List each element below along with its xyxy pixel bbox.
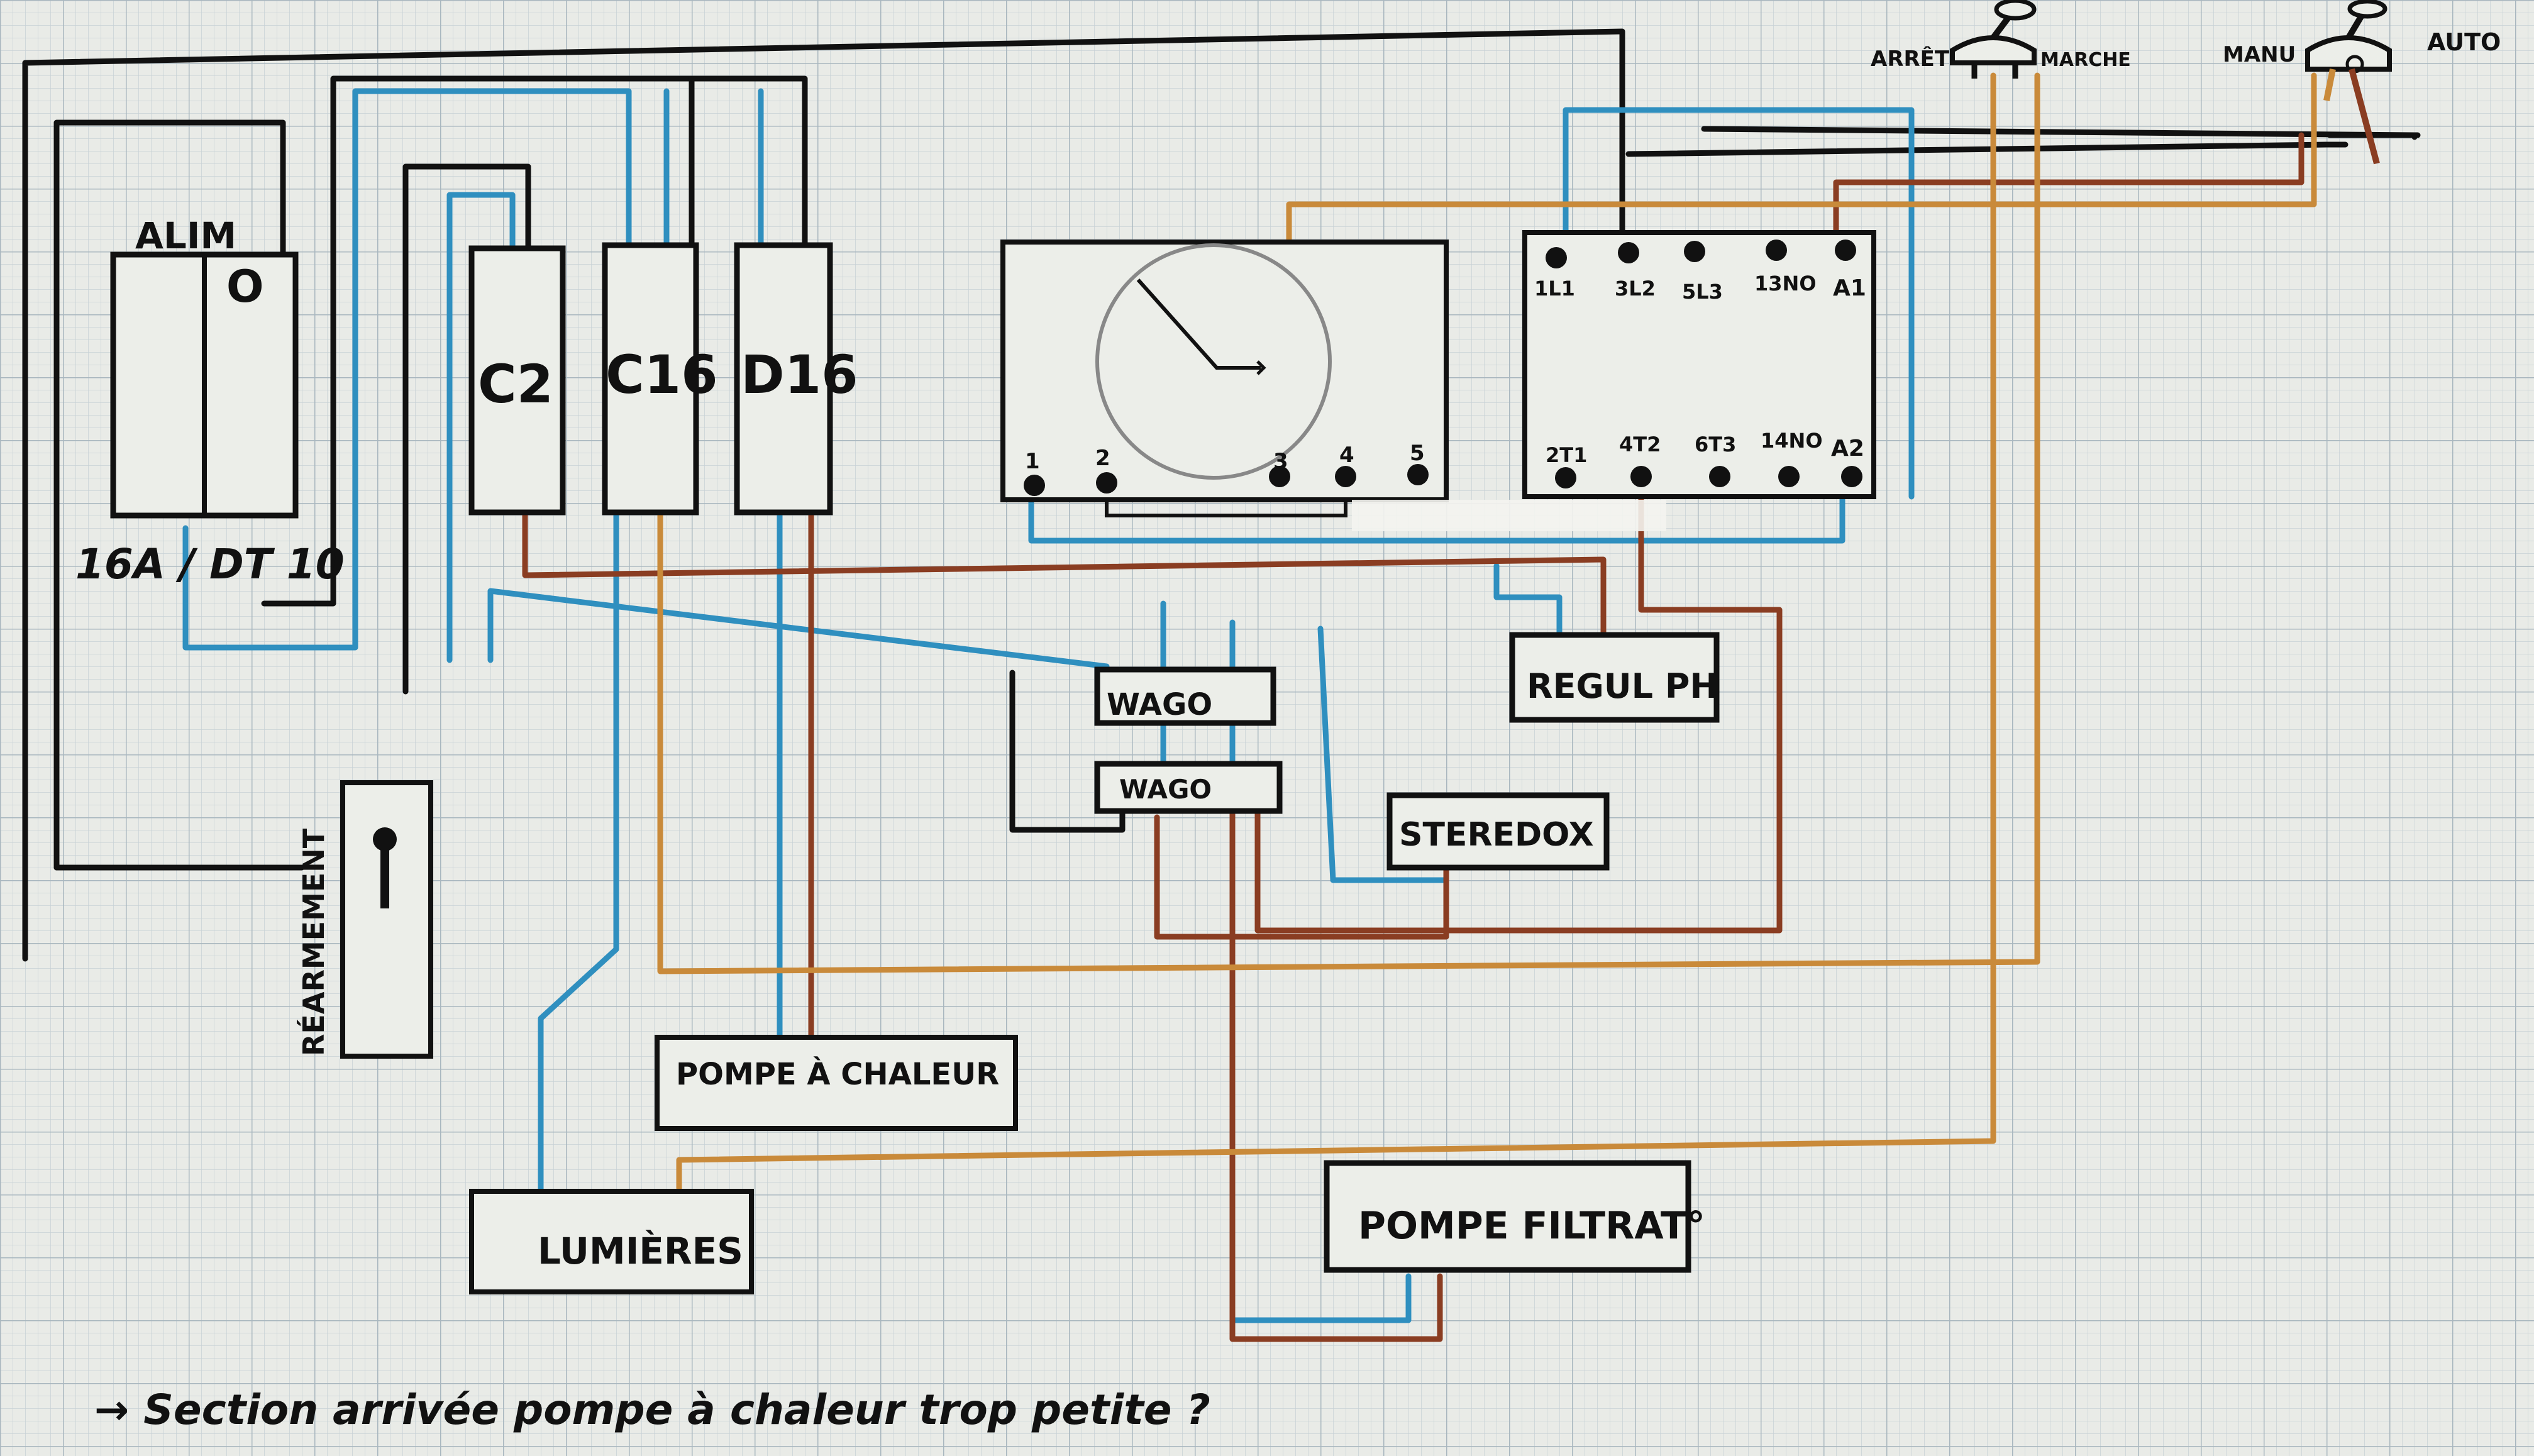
timer-terminal-3: 3 [1273,449,1288,474]
rearmement-switch: RÉARMEMENT [297,780,433,1059]
contactor-terminal-1l1: 1L1 [1534,277,1575,301]
pompe-a-chaleur-label: POMPE À CHALEUR [676,1056,999,1092]
alim-rating: 16A / DT 10 [75,540,345,588]
alim-breaker: ALIM O 16A / DT 10 [75,214,345,588]
switch-1-left-label: ARRÊT [1871,46,1950,72]
contactor-terminal-5l3: 5L3 [1682,280,1723,304]
steredox-label: STEREDOX [1399,816,1594,854]
contactor-bottom-terminals: 2T1 4T2 6T3 14NO A2 [1546,429,1864,488]
pompe-filtration: POMPE FILTRAT° [1324,1160,1705,1273]
note-text: → Section arrivée pompe à chaleur trop p… [94,1386,1210,1434]
breaker-c2-label: C2 [478,353,553,415]
switch-1-right-label: MARCHE [2040,49,2131,71]
switch-arret-marche: ARRÊT MARCHE [1871,0,2131,79]
breaker-c2: C2 [468,245,566,516]
breaker-c16: C16 [602,242,718,516]
lumieres-label: LUMIÈRES [538,1229,743,1272]
alim-symbol: O [226,261,264,312]
breaker-d16-label: D16 [741,344,858,405]
timer-dial [1095,243,1332,480]
tape-strip [1352,500,1666,531]
contactor-terminal-4t2: 4T2 [1619,433,1661,456]
wago-1: WAGO [1094,666,1276,726]
contactor-terminal-a1: A1 [1833,275,1866,301]
timer-terminal-1: 1 [1025,449,1040,474]
timer-hands [1136,279,1261,370]
wago-2: WAGO [1094,761,1283,814]
regul-ph: REGUL PH [1509,632,1720,723]
timer-terminal-5: 5 [1410,441,1425,466]
switch-2-left-label: MANU [2223,42,2296,67]
contactor: 1L1 3L2 5L3 13NO A1 2T1 4T2 6T3 14NO A2 [1522,230,1876,499]
timer: 1 2 3 4 5 [1000,240,1449,517]
switch-manu-auto: MANU AUTO [2223,0,2501,165]
lumieres: LUMIÈRES [469,1189,754,1294]
steredox: STEREDOX [1386,792,1610,871]
contactor-terminal-13no: 13NO [1754,272,1817,295]
black-wires [22,28,2421,962]
breaker-c16-label: C16 [606,344,718,405]
contactor-terminal-14no: 14NO [1761,429,1823,453]
contactor-terminal-a2: A2 [1831,436,1864,461]
wago-2-label: WAGO [1119,774,1212,805]
wago-1-label: WAGO [1107,687,1212,722]
contactor-top-terminals: 1L1 3L2 5L3 13NO A1 [1534,240,1866,304]
timer-terminal-2: 2 [1095,446,1110,471]
pompe-a-chaleur: POMPE À CHALEUR [655,1035,1018,1131]
brown-wires [522,132,2304,1342]
contactor-terminal-3l2: 3L2 [1615,277,1656,301]
alim-title: ALIM [135,214,236,257]
switch-2-right-label: AUTO [2427,28,2501,56]
contactor-terminal-6t3: 6T3 [1695,433,1736,456]
regul-ph-label: REGUL PH [1527,666,1718,706]
contactor-terminal-2t1: 2T1 [1546,443,1587,467]
breaker-d16: D16 [734,242,858,516]
timer-terminal-4: 4 [1339,443,1354,468]
rearmement-label: RÉARMEMENT [297,828,331,1056]
timer-terminals: 1 2 3 4 5 [1024,441,1429,496]
pompe-filtration-label: POMPE FILTRAT° [1358,1204,1705,1248]
